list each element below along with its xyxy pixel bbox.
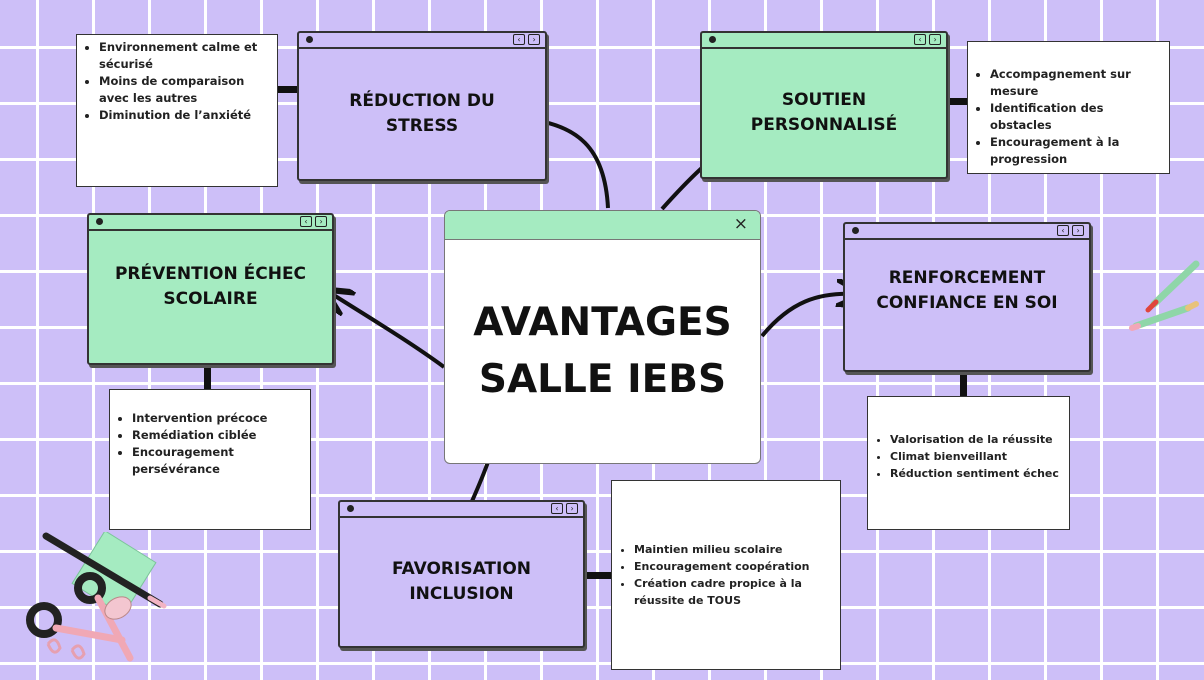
note-item: Valorisation de la réussite — [890, 431, 1059, 448]
window-titlebar: ‹ › — [340, 502, 583, 518]
window-dot-icon — [709, 36, 716, 43]
window-dot-icon — [852, 227, 859, 234]
note-reduction-stress: Environnement calme et sécurisé Moins de… — [76, 34, 278, 187]
window-dot-icon — [96, 218, 103, 225]
center-title-line-2: SALLE IEBS — [478, 356, 727, 402]
note-item: Moins de comparaison avec les autres — [99, 73, 267, 107]
note-item: Remédiation ciblée — [132, 427, 300, 444]
note-item: Création cadre propice à la réussite de … — [634, 575, 830, 609]
note-item: Environnement calme et sécurisé — [99, 39, 267, 73]
window-titlebar: ‹ › — [702, 33, 946, 49]
chevron-left-icon[interactable]: ‹ — [914, 34, 926, 45]
center-titlebar: × — [445, 211, 760, 240]
note-soutien-personnalise: Accompagnement sur mesure Identification… — [967, 41, 1170, 174]
window-title-line-1: SOUTIEN — [781, 90, 867, 111]
window-title-line-2: INCLUSION — [409, 584, 514, 604]
center-title: AVANTAGES SALLE IEBS — [445, 240, 760, 463]
chevron-left-icon[interactable]: ‹ — [551, 503, 563, 514]
center-title-line-1: AVANTAGES — [473, 299, 732, 345]
connector-soutien — [946, 98, 968, 105]
note-renforcement-confiance: Valorisation de la réussite Climat bienv… — [867, 396, 1070, 530]
note-item: Réduction sentiment échec — [890, 465, 1059, 482]
chevron-right-icon[interactable]: › — [566, 503, 578, 514]
note-item: Encouragement persévérance — [132, 444, 300, 478]
arrow-to-confiance — [760, 294, 856, 338]
window-title: RÉDUCTION DU STRESS — [299, 49, 545, 179]
note-item: Encouragement à la progression — [990, 134, 1159, 168]
connector-inclusion — [584, 572, 612, 579]
window-title-line-2: SCOLAIRE — [163, 289, 258, 309]
chevron-left-icon[interactable]: ‹ — [1057, 225, 1069, 236]
window-title: SOUTIEN PERSONNALISÉ — [702, 49, 946, 177]
window-title-line-2: CONFIANCE EN SOI — [876, 293, 1058, 313]
window-titlebar: ‹ › — [845, 224, 1089, 240]
window-dot-icon — [306, 36, 313, 43]
window-title-line-2: PERSONNALISÉ — [750, 115, 898, 135]
window-dot-icon — [347, 505, 354, 512]
window-titlebar: ‹ › — [299, 33, 545, 49]
chevron-right-icon[interactable]: › — [1072, 225, 1084, 236]
window-prevention-echec: ‹ › PRÉVENTION ÉCHEC SCOLAIRE — [87, 213, 334, 365]
note-favorisation-inclusion: Maintien milieu scolaire Encouragement c… — [611, 480, 841, 670]
chevron-left-icon[interactable]: ‹ — [513, 34, 525, 45]
close-icon[interactable]: × — [733, 214, 748, 234]
note-item: Maintien milieu scolaire — [634, 541, 830, 558]
chevron-left-icon[interactable]: ‹ — [300, 216, 312, 227]
window-title-line-1: RÉDUCTION DU — [349, 91, 495, 112]
note-item: Climat bienveillant — [890, 448, 1059, 465]
note-item: Intervention précoce — [132, 410, 300, 427]
window-title: PRÉVENTION ÉCHEC SCOLAIRE — [89, 231, 332, 343]
window-titlebar: ‹ › — [89, 215, 332, 231]
note-item: Identification des obstacles — [990, 100, 1159, 134]
window-title-line-1: RENFORCEMENT — [888, 268, 1046, 289]
chevron-right-icon[interactable]: › — [929, 34, 941, 45]
stationery-decoration-icon — [26, 532, 167, 662]
chevron-right-icon[interactable]: › — [528, 34, 540, 45]
note-item: Encouragement coopération — [634, 558, 830, 575]
window-title: RENFORCEMENT CONFIANCE EN SOI — [845, 240, 1089, 342]
window-soutien-personnalise: ‹ › SOUTIEN PERSONNALISÉ — [700, 31, 948, 179]
window-title-line-1: PRÉVENTION ÉCHEC — [114, 264, 307, 285]
window-title-line-2: STRESS — [385, 116, 459, 136]
window-favorisation-inclusion: ‹ › FAVORISATION INCLUSION — [338, 500, 585, 648]
window-renforcement-confiance: ‹ › RENFORCEMENT CONFIANCE EN SOI — [843, 222, 1091, 372]
connector-prevention — [204, 364, 211, 390]
note-item: Accompagnement sur mesure — [990, 66, 1159, 100]
arrow-to-prevention — [332, 294, 446, 369]
note-prevention-echec: Intervention précoce Remédiation ciblée … — [109, 389, 311, 530]
note-item: Diminution de l’anxiété — [99, 107, 267, 124]
connector-stress — [277, 86, 299, 93]
connector-confiance — [960, 372, 967, 398]
chevron-right-icon[interactable]: › — [315, 216, 327, 227]
window-title-line-1: FAVORISATION — [391, 559, 532, 580]
window-title: FAVORISATION INCLUSION — [340, 518, 583, 646]
center-card: × AVANTAGES SALLE IEBS — [444, 210, 761, 464]
window-reduction-stress: ‹ › RÉDUCTION DU STRESS — [297, 31, 547, 181]
pencils-decoration-icon — [1129, 260, 1200, 331]
